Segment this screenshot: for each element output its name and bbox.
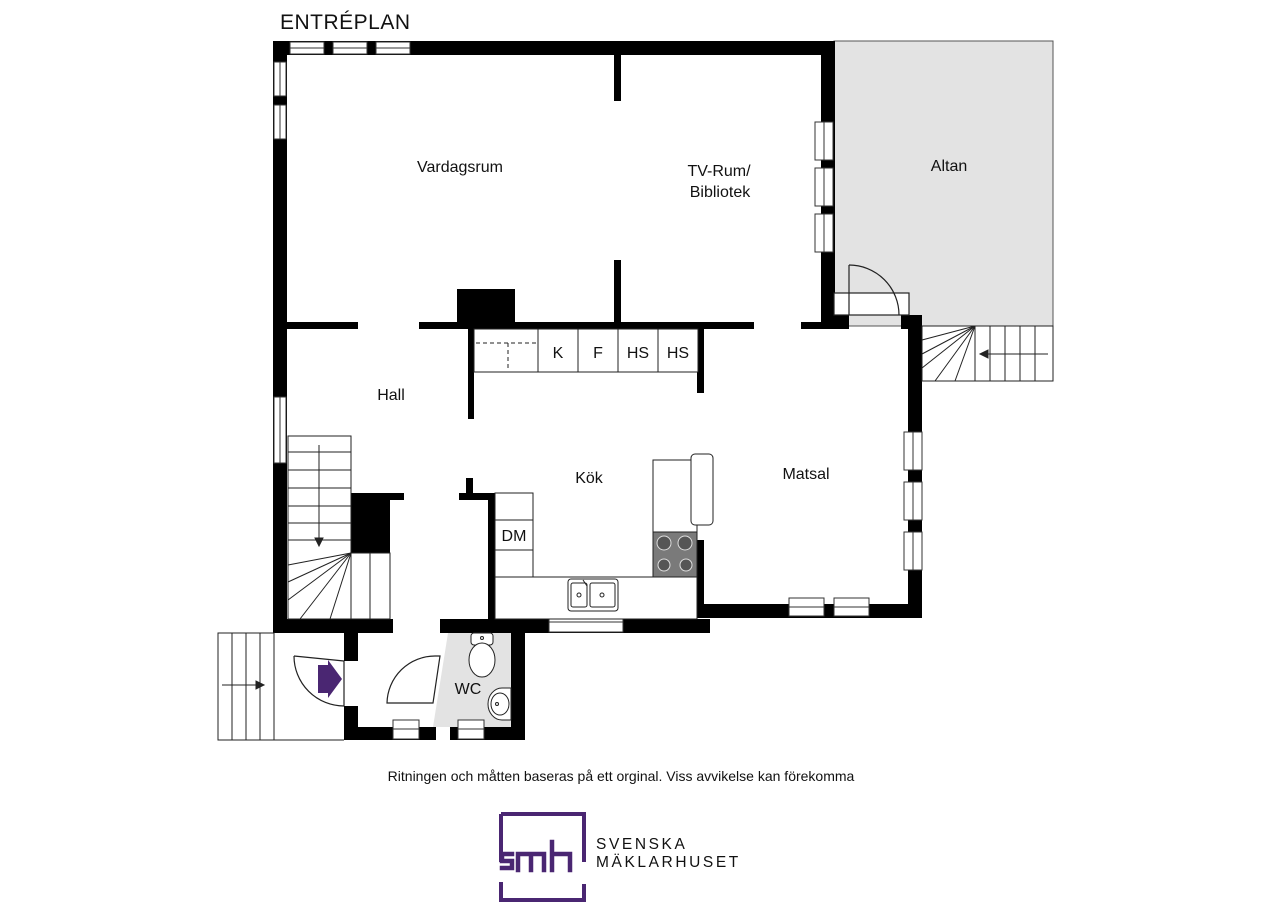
altan-door bbox=[833, 264, 910, 316]
room-label-vardagsrum: Vardagsrum bbox=[417, 159, 503, 176]
logo-wordmark: SVENSKA MÄKLARHUSET bbox=[596, 836, 741, 872]
fixture-label-hs-2: HS bbox=[667, 345, 689, 362]
wc-door bbox=[386, 655, 441, 704]
fixture-label-hs-1: HS bbox=[627, 345, 649, 362]
front-door bbox=[293, 655, 345, 707]
altan-stairs bbox=[921, 325, 1054, 382]
fixture-labels: K F HS HS DM bbox=[502, 345, 690, 545]
room-label-tvrum: TV-Rum/ bbox=[687, 163, 751, 180]
fixture-label-k: K bbox=[553, 345, 564, 362]
disclaimer-text: Ritningen och måtten baseras på ett orgi… bbox=[387, 768, 855, 784]
wc-fixtures bbox=[468, 632, 512, 721]
fixture-label-f: F bbox=[593, 345, 603, 362]
logo-line-2: MÄKLARHUSET bbox=[596, 854, 741, 871]
room-label-bibliotek: Bibliotek bbox=[690, 184, 751, 201]
room-label-matsal: Matsal bbox=[782, 466, 829, 483]
chimney bbox=[457, 289, 515, 323]
altan-deck bbox=[833, 40, 1054, 327]
room-label-wc: WC bbox=[455, 681, 482, 698]
room-label-hall: Hall bbox=[377, 387, 405, 404]
smh-logo-mark bbox=[499, 812, 586, 902]
kitchen-upper-counter bbox=[473, 328, 699, 373]
hall-staircase bbox=[287, 435, 391, 620]
logo-line-1: SVENSKA bbox=[596, 836, 688, 853]
room-label-altan: Altan bbox=[931, 158, 967, 175]
company-logo: SVENSKA MÄKLARHUSET bbox=[498, 812, 758, 902]
fixture-label-dm: DM bbox=[502, 528, 527, 545]
entry-stairs bbox=[217, 632, 344, 741]
plan-title: ENTRÉPLAN bbox=[280, 11, 411, 34]
windows bbox=[273, 41, 923, 740]
kitchen-lower-counter bbox=[494, 453, 714, 620]
room-label-kok: Kök bbox=[575, 470, 604, 487]
interior-walls bbox=[287, 55, 828, 553]
room-labels: Vardagsrum TV-Rum/ Bibliotek Altan Hall … bbox=[377, 158, 967, 698]
entry-arrow-icon bbox=[318, 660, 342, 698]
